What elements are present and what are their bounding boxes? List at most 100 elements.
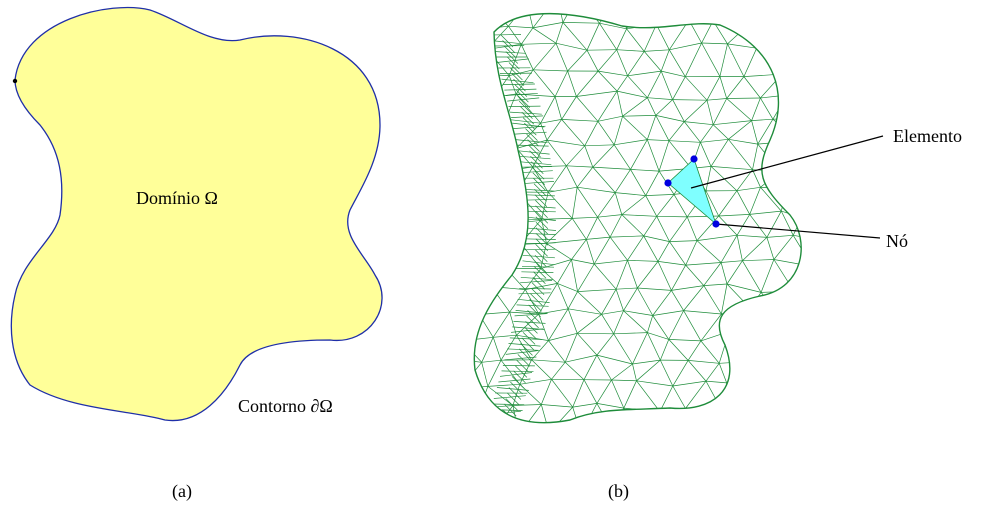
mesh-edge: [728, 433, 761, 436]
mesh-edge: [656, 13, 677, 25]
mesh-edge: [782, 13, 790, 25]
mesh-edge: [576, 96, 599, 122]
mesh-edge: [668, 140, 701, 143]
mesh-edge: [617, 90, 648, 99]
mesh-edge: [521, 337, 535, 351]
domain-region: [10, 6, 383, 422]
mesh-edge: [427, 289, 450, 310]
mesh-edge: [756, 24, 784, 49]
mesh-edge: [776, 405, 802, 409]
panel-a: Domínio Ω Contorno ∂Ω (a): [10, 6, 383, 502]
mesh-edge: [571, 259, 595, 265]
mesh-edge: [656, 24, 670, 50]
mesh-edge: [474, 211, 510, 222]
mesh-edge: [474, 44, 480, 75]
mesh-edge: [572, 218, 587, 240]
mesh-edge: [519, 378, 552, 385]
mesh-edge: [683, 310, 722, 315]
mesh-edge: [599, 23, 617, 50]
mesh-edge: [810, 363, 827, 389]
mesh-edge: [710, 139, 729, 167]
mesh-edge: [703, 283, 728, 286]
mesh-edge: [521, 42, 557, 45]
mesh-edge: [752, 407, 777, 410]
mesh-edge: [790, 339, 802, 364]
mesh-edge: [713, 20, 752, 23]
mesh-edge: [776, 384, 797, 409]
mesh-edge: [522, 254, 555, 259]
mesh-edge: [584, 145, 594, 168]
mesh-edge: [584, 121, 599, 146]
mesh-edge: [516, 335, 532, 360]
mesh-edge: [531, 166, 545, 180]
node-marker: [664, 179, 672, 187]
mesh-edge: [517, 191, 542, 220]
panel-b: Elemento Nó (b): [426, 3, 962, 502]
mesh-edge: [475, 114, 506, 120]
mesh-edge: [751, 120, 759, 145]
mesh-edge: [661, 70, 686, 78]
mesh-edge: [564, 361, 585, 380]
mesh-edge: [514, 131, 547, 135]
mesh-edge: [508, 62, 522, 75]
mesh-edge: [611, 379, 625, 409]
mesh-edge: [426, 192, 456, 193]
mesh-edge: [647, 139, 669, 142]
mesh-edge: [510, 67, 523, 81]
mesh-edge: [507, 56, 520, 70]
mesh-edge: [778, 291, 795, 316]
mesh-edge: [540, 404, 550, 423]
mesh-edge: [475, 96, 495, 116]
mesh-edge: [516, 148, 534, 168]
mesh-edge: [668, 140, 692, 169]
mesh-edge: [546, 139, 567, 167]
mesh-edge: [572, 216, 598, 219]
mesh-edge: [548, 186, 578, 193]
mesh-edge: [596, 354, 612, 381]
mesh-edge: [720, 262, 728, 285]
mesh-edge: [652, 310, 684, 316]
mesh-edge: [610, 235, 644, 238]
mesh-edge: [487, 383, 520, 387]
mesh-edge: [450, 310, 462, 341]
mesh-edge: [803, 24, 821, 50]
mesh-edge: [757, 140, 798, 145]
mesh-edge: [656, 194, 675, 217]
mesh-edge: [531, 340, 549, 361]
mesh-edge: [659, 411, 673, 423]
mesh-edge: [509, 289, 526, 313]
mesh-edge: [571, 259, 578, 292]
mesh-edge: [479, 407, 497, 423]
mesh-edge: [671, 264, 687, 291]
mesh-edge: [757, 119, 774, 145]
mesh-edge: [749, 187, 761, 215]
mesh-edge: [726, 260, 743, 285]
mesh-edge: [736, 186, 761, 192]
mesh-edge: [592, 144, 615, 168]
mesh-edge: [521, 111, 535, 125]
mesh-edge: [685, 262, 722, 266]
mesh-edge: [616, 28, 627, 50]
mesh-edge: [793, 234, 802, 242]
mesh-edge: [786, 170, 802, 189]
mesh-edge: [541, 218, 573, 220]
mesh-edge: [660, 70, 673, 100]
mesh-edge: [486, 3, 527, 4]
mesh-edge: [792, 235, 802, 267]
mesh-edge: [720, 407, 753, 410]
mesh-edge: [518, 100, 532, 114]
mesh-edge: [721, 260, 743, 263]
mesh-edge: [615, 192, 646, 196]
mesh-edge: [700, 313, 722, 342]
mesh-edge: [760, 186, 788, 189]
mesh-edge: [572, 403, 597, 408]
mesh-edge: [655, 115, 670, 141]
mesh-edge: [626, 28, 645, 52]
mesh-edge: [657, 241, 670, 262]
mesh-edge: [583, 354, 598, 380]
mesh-edge: [521, 271, 554, 273]
mesh-edge: [430, 405, 451, 431]
mesh-edge: [632, 359, 661, 365]
mesh-edge: [514, 313, 547, 317]
mesh-edge: [474, 309, 480, 315]
